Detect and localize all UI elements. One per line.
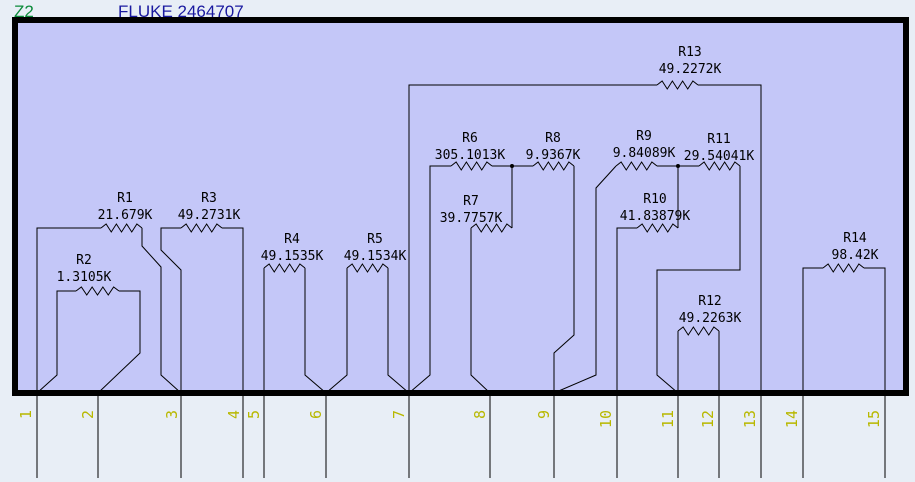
pin-1-label: 1 [17,410,35,419]
pin-7-label: 7 [390,410,408,419]
wire-13 [408,165,451,394]
pin-5-label: 5 [245,410,263,419]
resistor-r2-name: R2 [76,253,92,268]
resistor-r5-name: R5 [367,232,383,247]
pin-4-label: 4 [225,410,243,419]
resistor-r1-symbol [100,223,143,233]
resistor-r1-value: 21.679K [98,208,153,223]
package-body [12,17,909,396]
pin-14-label: 14 [783,410,801,428]
resistor-r13-value: 49.2272K [659,62,722,77]
resistor-r11-symbol [698,161,741,171]
resistor-r9-value: 9.84089K [613,146,676,161]
wire-16 [470,228,491,394]
resistor-r12-value: 49.2263K [679,311,742,326]
resistor-r4-symbol [263,263,306,273]
wiring [36,84,886,394]
component-part-number: FLUKE 2464707 [118,2,244,21]
pin-9-label: 9 [535,410,553,419]
resistor-r14-symbol [822,263,865,273]
wire-12 [698,84,762,393]
pin-8-label: 8 [471,410,489,419]
pin-13-label: 13 [741,410,759,428]
junction-dot [676,164,680,168]
wire-25 [802,267,823,393]
wire-3 [36,290,76,394]
resistor-r12-name: R12 [698,294,721,309]
resistor-r11-value: 29.54041K [684,149,755,164]
resistor-r6-name: R6 [462,131,478,146]
resistor-r9-name: R9 [636,129,652,144]
resistor-r3-name: R3 [201,191,217,206]
resistor-r8-symbol [532,161,575,171]
pin-6-label: 6 [307,410,325,419]
resistor-r5-symbol [346,263,389,273]
resistor-r4-value: 49.1535K [261,249,324,264]
resistor-r8-value: 9.9367K [526,148,581,163]
resistor-r12-symbol [677,326,720,336]
resistor-r5-value: 49.1534K [344,249,407,264]
wire-22 [656,166,741,394]
resistor-r1-name: R1 [117,191,133,206]
resistor-r13-symbol [656,80,699,90]
resistor-labels: R1 21.679K R2 1.3105K R3 49.2731K R4 49.1535K R5… [57,45,879,326]
pin-11-label: 11 [659,410,677,428]
resistor-r10-symbol [636,223,679,233]
junction-dot [510,164,514,168]
resistor-r7-name: R7 [463,194,479,209]
resistor-r10-value: 41.83879K [620,209,691,224]
wire-6 [222,227,244,393]
resistor-r7-value: 39.7757K [440,211,503,226]
resistor-r8-name: R8 [545,131,561,146]
resistor-r3-value: 49.2731K [178,208,241,223]
resistor-r11-name: R11 [707,132,730,147]
wire-10 [387,268,410,394]
wire-17 [553,166,575,393]
component-designator: Z2 [14,2,34,21]
wire-4 [97,290,141,394]
wire-1 [36,227,101,393]
resistor-r2-symbol [75,286,120,296]
pin-2-label: 2 [79,410,97,419]
resistor-r10-name: R10 [643,192,666,207]
wire-11 [408,84,657,393]
wire-26 [864,267,886,393]
wire-2 [141,228,182,394]
pin-leads [36,396,886,478]
resistor-r6-symbol [450,161,493,171]
resistor-r7-symbol [470,223,513,233]
pin-12-label: 12 [699,410,717,428]
resistor-r6-value: 305.1013K [435,148,506,163]
wire-9 [325,268,348,394]
resistor-symbols [75,80,865,336]
resistor-r14-name: R14 [843,231,867,246]
wire-8 [304,268,327,394]
resistor-r3-symbol [180,223,223,233]
resistor-r9-symbol [615,161,658,171]
resistor-r2-value: 1.3105K [57,270,112,285]
pin-15-label: 15 [865,410,883,428]
wire-18 [553,165,617,394]
wire-5 [160,227,182,393]
resistor-r14-value: 98.42K [832,248,879,263]
pin-10-label: 10 [597,410,615,428]
resistor-r13-name: R13 [678,45,701,60]
resistor-r4-name: R4 [284,232,300,247]
wire-21 [616,227,637,393]
pin-3-label: 3 [163,410,181,419]
